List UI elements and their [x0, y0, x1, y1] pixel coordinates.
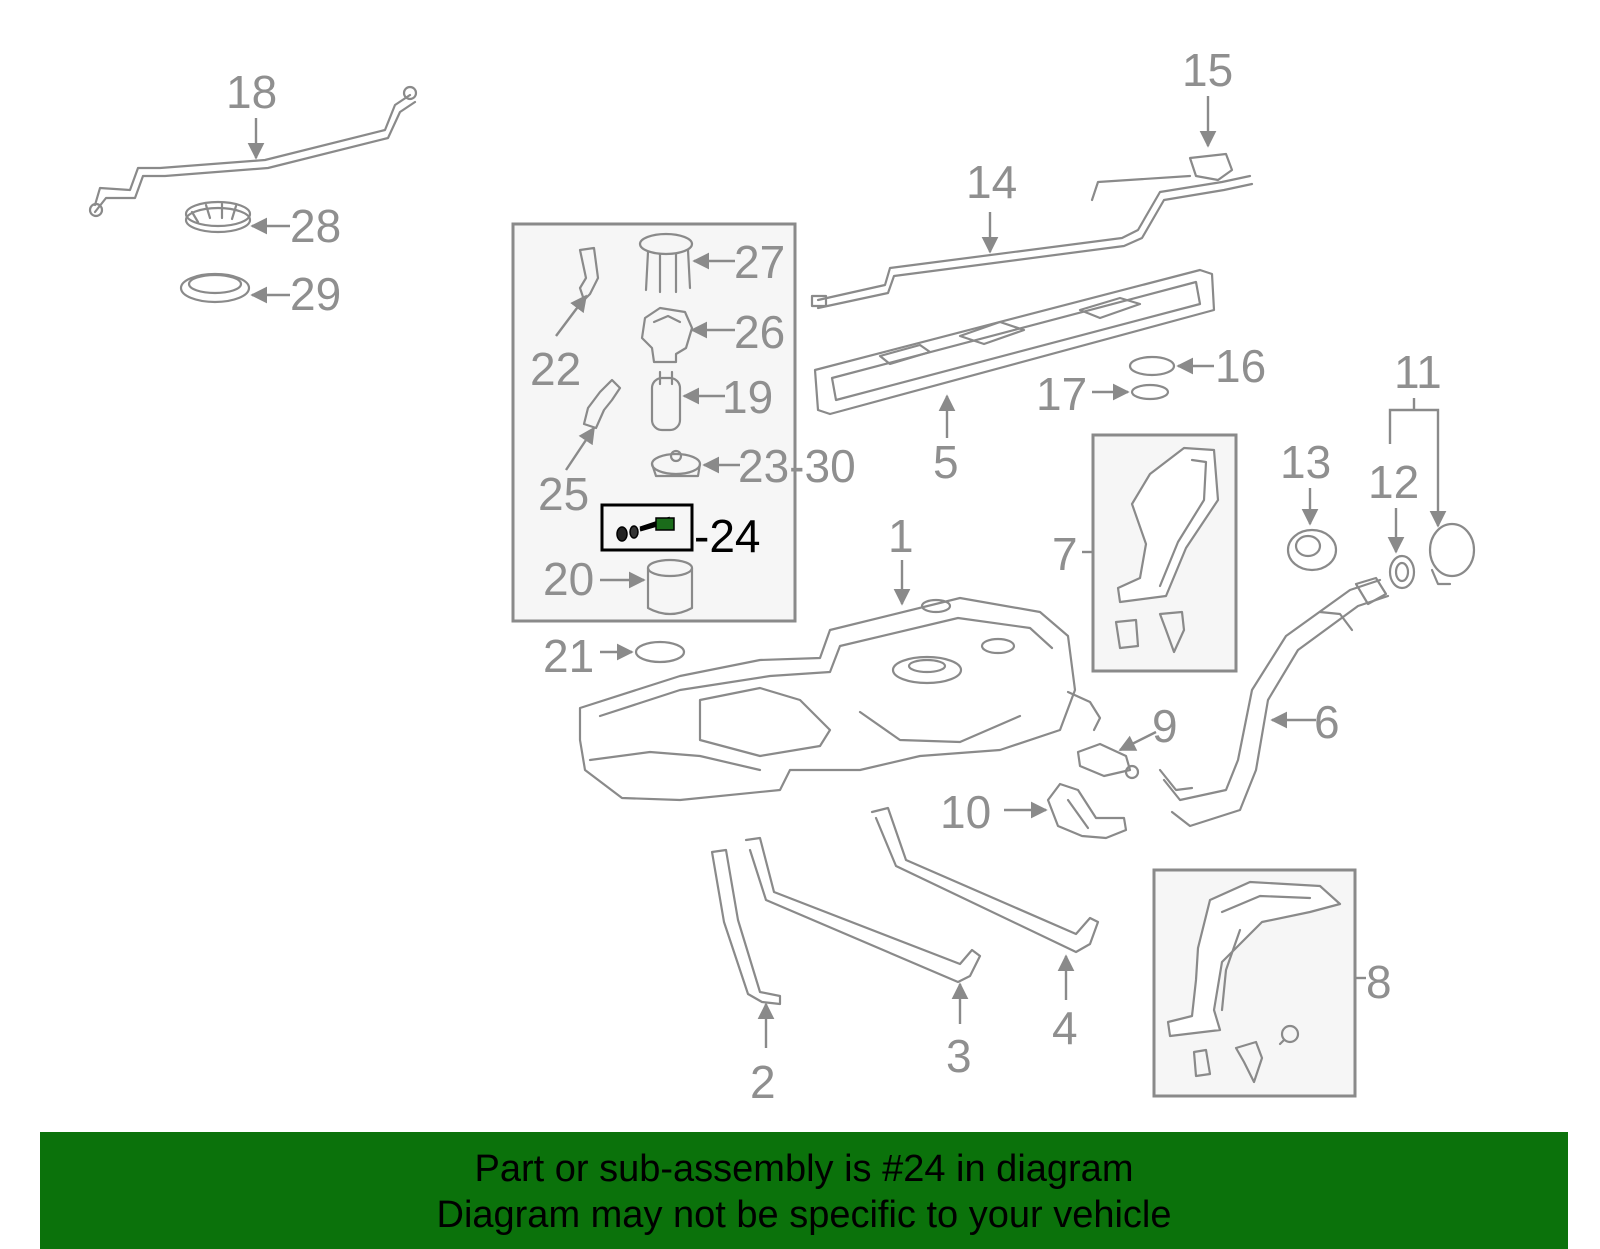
part-15-vent-valve: 15	[1182, 44, 1233, 182]
part-13-fuel-cap: 13	[1280, 436, 1338, 572]
part-14-vent-tube: 14	[810, 156, 1254, 310]
label-29: 29	[290, 268, 341, 320]
fuel-pump-assembly-box: 27 22 26 19 25	[511, 222, 856, 623]
part-28-retainer-ring: 28	[184, 200, 341, 252]
label-9: 9	[1152, 700, 1178, 752]
part-17-o-ring: 17	[1036, 368, 1170, 420]
label-5: 5	[933, 436, 959, 488]
label-1: 1	[888, 510, 914, 562]
part-27-pump-bracket: 27	[638, 232, 785, 294]
label-10: 10	[940, 786, 991, 838]
part-18-fuel-line: 18	[88, 66, 418, 218]
label-16: 16	[1215, 340, 1266, 392]
part-12-gasket: 12	[1368, 456, 1419, 590]
part-8-protector-box: 8	[1152, 868, 1392, 1098]
label-2: 2	[750, 1056, 776, 1108]
label-4: 4	[1052, 1002, 1078, 1054]
banner-line-1: Part or sub-assembly is #24 in diagram	[474, 1148, 1134, 1190]
label-21: 21	[543, 630, 594, 682]
part-16-gasket: 16	[1128, 340, 1266, 392]
part-9-valve: 9	[1076, 700, 1178, 780]
info-banner: Part or sub-assembly is #24 in diagram D…	[40, 1132, 1568, 1249]
part-4-strap: 4	[870, 806, 1100, 1054]
part-11-filler-door: 11	[1388, 346, 1476, 586]
part-3-strap: 3	[744, 836, 982, 1082]
part-6-filler-pipe: 6	[1158, 576, 1390, 828]
label-11: 11	[1394, 346, 1442, 398]
banner-line-2: Diagram may not be specific to your vehi…	[436, 1194, 1172, 1236]
part-26-pump-housing: 26	[640, 306, 785, 364]
part-7-protector-box: 7	[1052, 433, 1238, 673]
part-22-sender-clip: 22	[530, 246, 600, 395]
label-28: 28	[290, 200, 341, 252]
part-23-30-filter-set: 23-30	[650, 440, 856, 492]
label-25: 25	[538, 468, 589, 520]
label-26: 26	[734, 306, 785, 358]
label-17: 17	[1036, 368, 1087, 420]
label-23-30: 23-30	[738, 440, 856, 492]
part-10-bracket: 10	[940, 782, 1128, 840]
part-20-filter: 20	[543, 553, 694, 616]
label-20: 20	[543, 553, 594, 605]
label-24: -24	[694, 510, 760, 562]
label-13: 13	[1280, 436, 1331, 488]
label-8: 8	[1366, 956, 1392, 1008]
part-29-gasket: 29	[179, 268, 341, 320]
label-6: 6	[1314, 696, 1340, 748]
label-3: 3	[946, 1030, 972, 1082]
label-15: 15	[1182, 44, 1233, 96]
part-19-fuel-pump: 19	[650, 370, 773, 432]
label-22: 22	[530, 343, 581, 395]
label-12: 12	[1368, 456, 1419, 508]
part-2-strap: 2	[710, 848, 782, 1108]
part-21-gasket: 21	[543, 630, 686, 682]
part-1-fuel-tank: 1	[578, 510, 1102, 802]
part-24-highlight: -24	[600, 503, 760, 562]
label-19: 19	[722, 371, 773, 423]
label-14: 14	[966, 156, 1017, 208]
part-25-bracket: 25	[538, 378, 622, 520]
label-18: 18	[226, 66, 277, 118]
part-5-heat-shield: 5	[813, 268, 1216, 488]
label-7: 7	[1052, 528, 1078, 580]
label-27: 27	[734, 236, 785, 288]
